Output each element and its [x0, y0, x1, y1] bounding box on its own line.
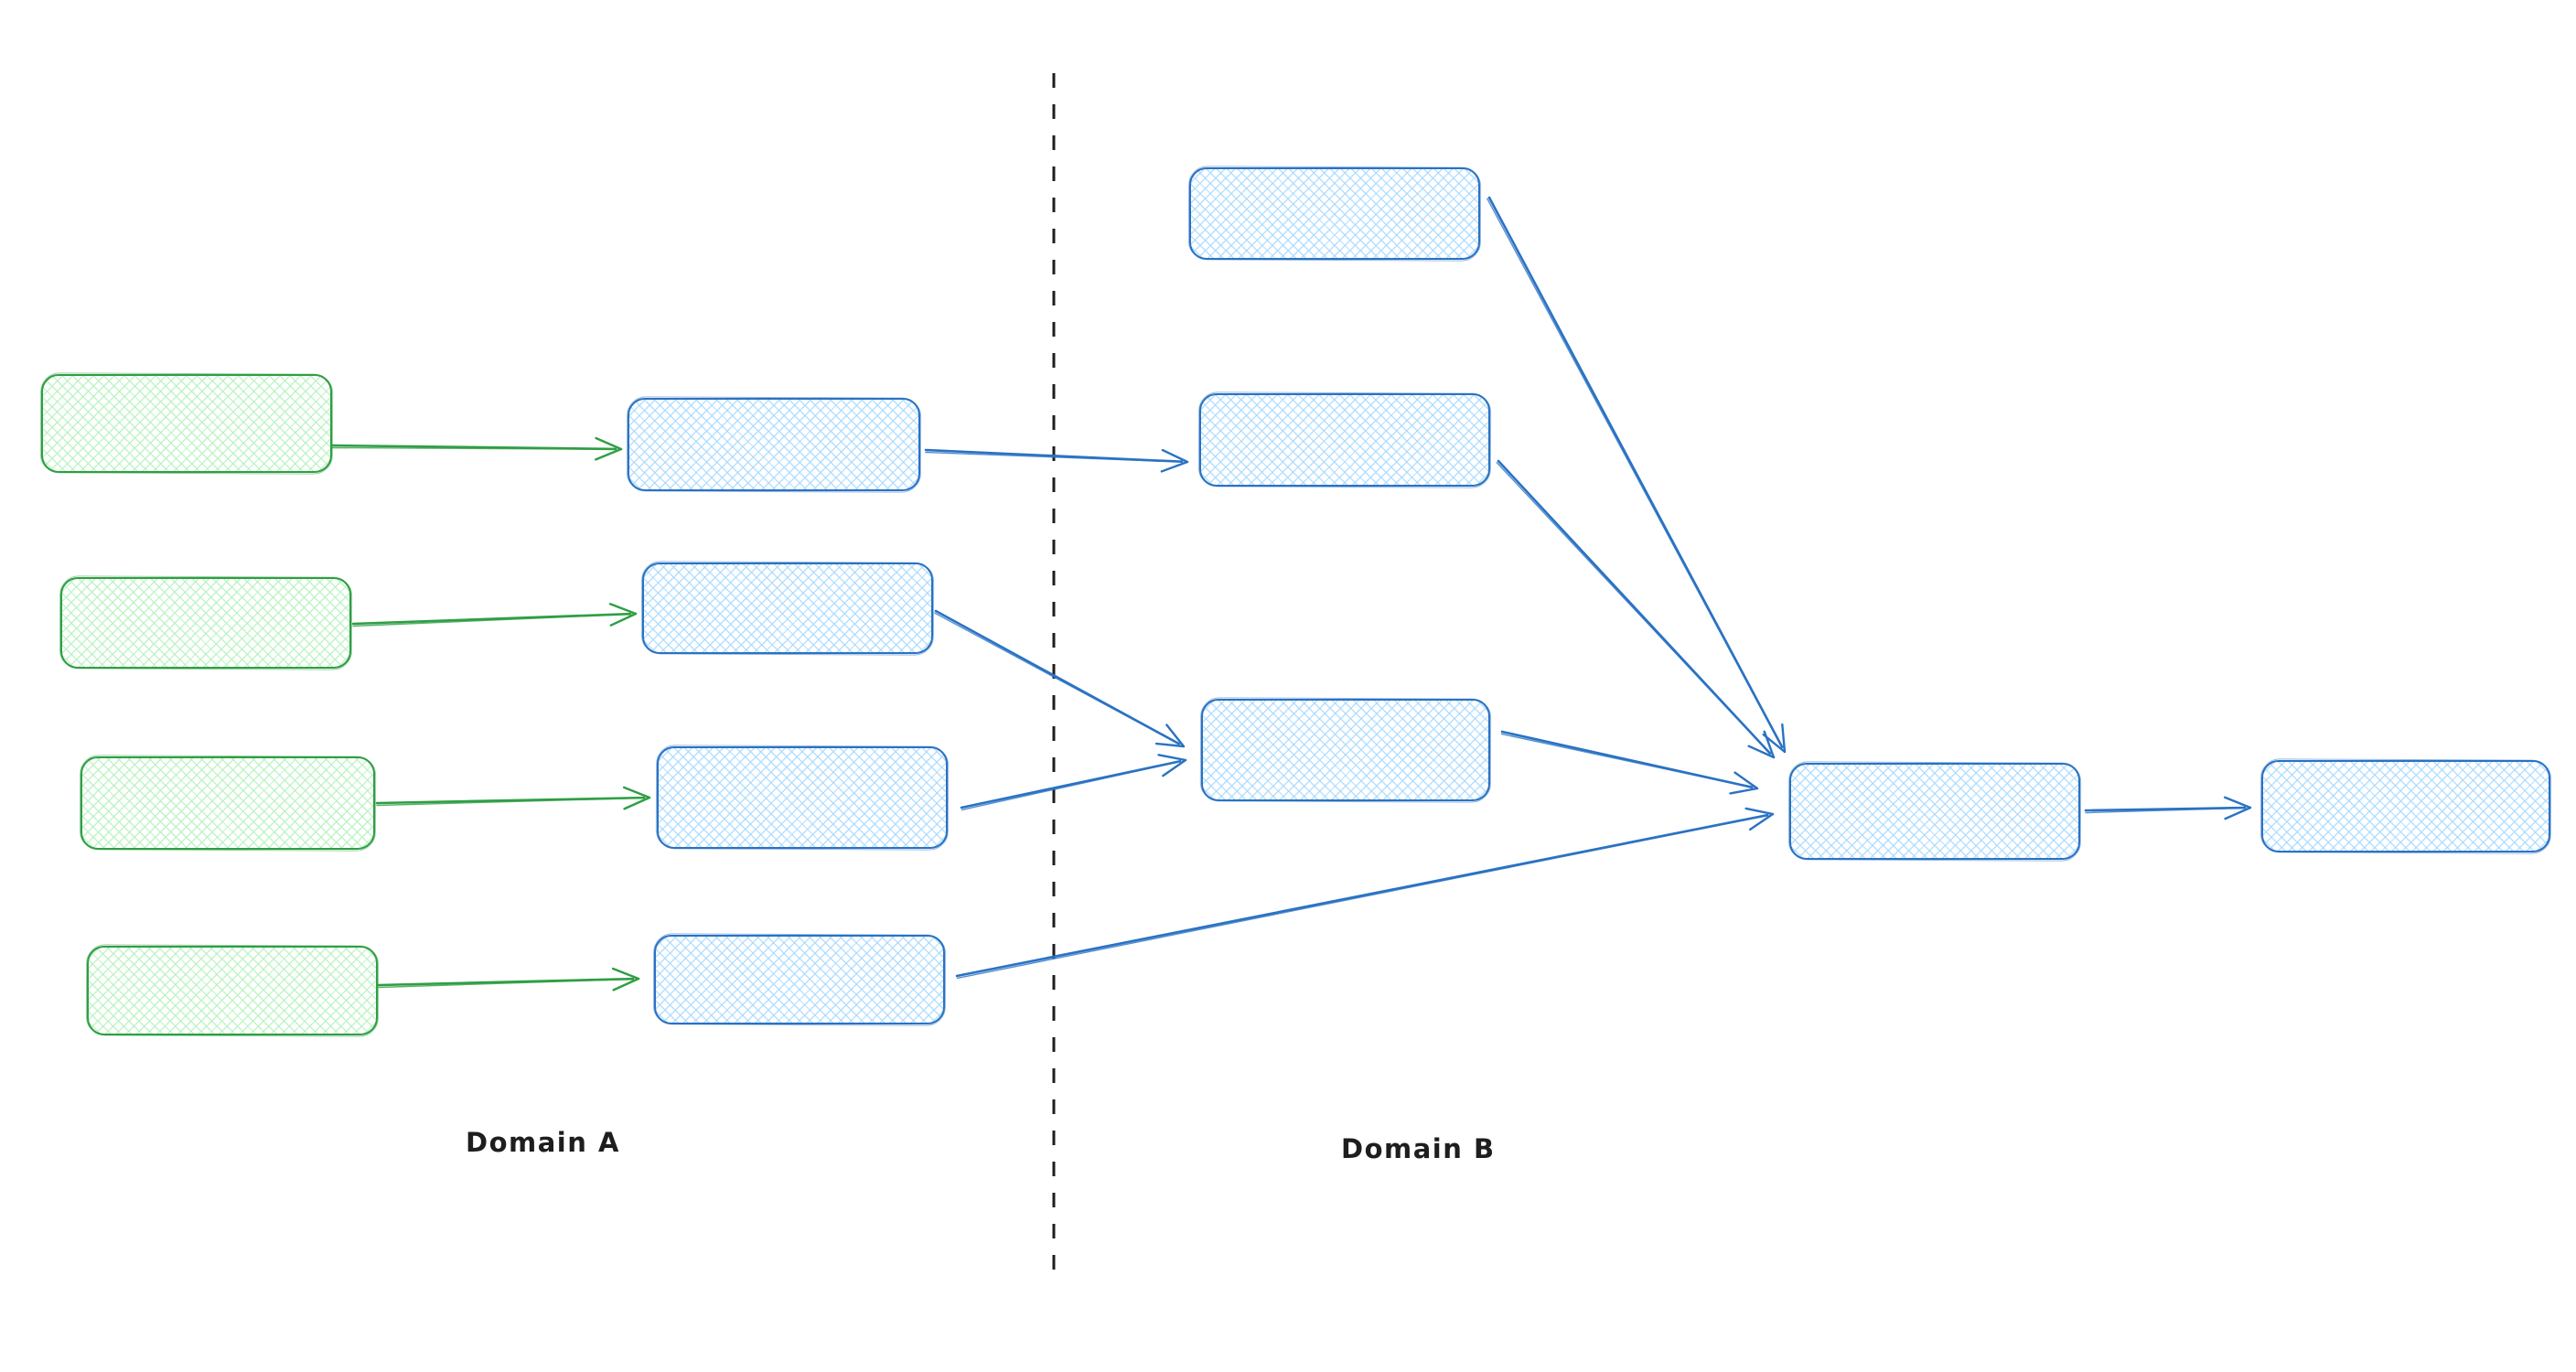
node-right-2[interactable] — [1199, 393, 1490, 487]
node-right-1[interactable] — [1189, 167, 1480, 260]
node-hub[interactable] — [1789, 763, 2080, 860]
arrow-green-3-to-mid-3[interactable] — [375, 786, 651, 810]
node-mid-1[interactable] — [628, 398, 920, 491]
arrow-green-2-to-mid-2[interactable] — [351, 603, 638, 627]
arrow-mid-1-to-right-2[interactable] — [924, 448, 1189, 473]
arrow-hub-to-final[interactable] — [2084, 796, 2252, 820]
node-mid-4[interactable] — [654, 935, 945, 1024]
node-mid-3[interactable] — [657, 746, 948, 849]
node-final[interactable] — [2261, 760, 2550, 852]
domain-a-label[interactable]: Domain A — [466, 1127, 620, 1158]
node-right-3[interactable] — [1201, 699, 1490, 801]
arrow-mid-3-to-right-3[interactable] — [960, 754, 1187, 811]
arrow-right-1-to-hub[interactable] — [1487, 196, 1787, 754]
arrow-mid-2-to-right-3[interactable] — [934, 609, 1186, 748]
arrow-mid-4-to-hub[interactable] — [955, 807, 1775, 980]
node-green-2[interactable] — [60, 577, 351, 669]
node-green-3[interactable] — [80, 756, 375, 850]
arrow-right-2-to-hub[interactable] — [1496, 459, 1776, 759]
node-green-1[interactable] — [41, 374, 332, 473]
arrow-green-4-to-mid-4[interactable] — [377, 967, 640, 991]
arrow-green-1-to-mid-1[interactable] — [329, 436, 623, 461]
arrow-right-3-to-hub[interactable] — [1500, 730, 1759, 795]
domain-b-label[interactable]: Domain B — [1341, 1133, 1496, 1164]
node-green-4[interactable] — [87, 946, 378, 1035]
node-mid-2[interactable] — [642, 563, 933, 654]
